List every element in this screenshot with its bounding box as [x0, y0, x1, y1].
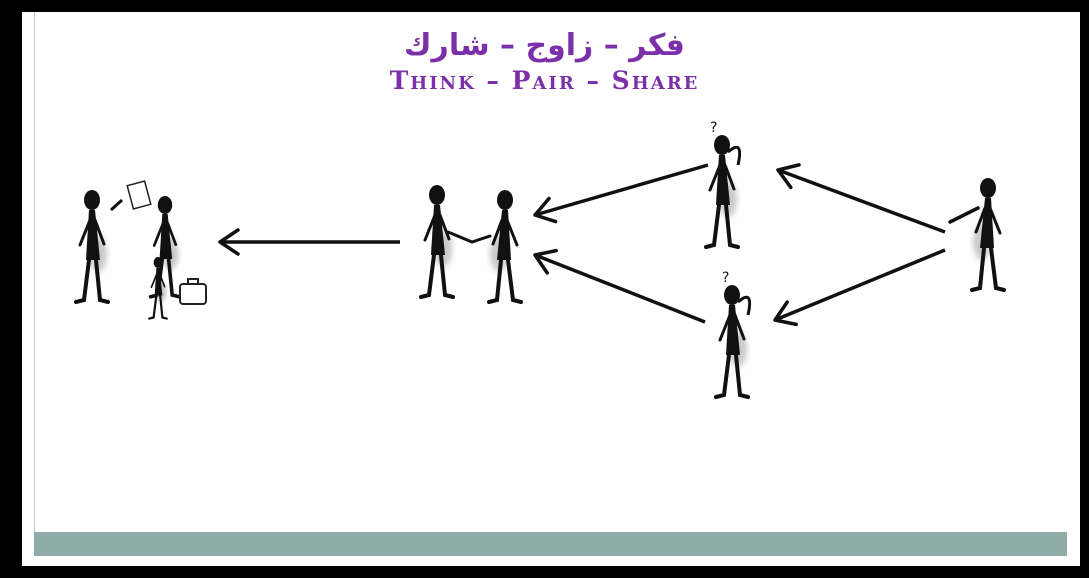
title-english: Think – Pair – Share: [389, 66, 700, 95]
svg-text:?: ?: [722, 270, 729, 286]
briefcase-icon: [179, 278, 207, 305]
arrow-thinker1-to-pair: [529, 163, 709, 229]
audience-group-icon: [76, 180, 179, 319]
person-presenting-icon: [948, 178, 1004, 290]
svg-text:?: ?: [710, 120, 717, 136]
person-thinking-icon: ?: [716, 270, 752, 397]
title-arabic: فكر – زاوج – شارك: [404, 28, 685, 63]
handshake-pair-icon: [421, 185, 521, 302]
footer-bar: [34, 532, 1067, 556]
arrow-thinker2-to-pair: [528, 242, 706, 324]
arrow-pair-to-share: [218, 228, 400, 256]
arrow-teacher-to-thinker2: [768, 248, 946, 333]
person-thinking-icon: ?: [706, 120, 742, 247]
arrow-teacher-to-thinker1: [772, 156, 946, 234]
slide-border-line: [34, 12, 35, 544]
